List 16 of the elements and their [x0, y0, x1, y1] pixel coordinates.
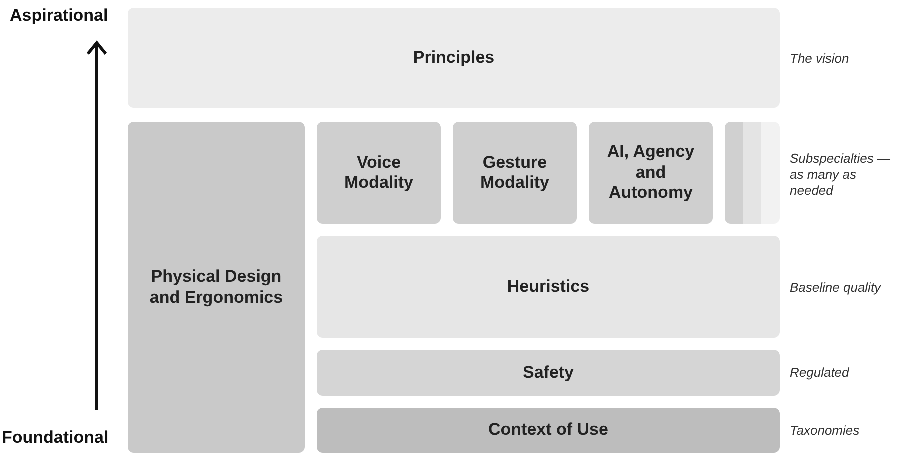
layer-box: Physical Design and Ergonomics: [128, 122, 305, 453]
layer-box: AI, Agency and Autonomy: [589, 122, 713, 224]
layer-box: Heuristics: [317, 236, 780, 338]
side-note: Subspecialties — as many as needed: [790, 150, 892, 200]
layer-box: Context of Use: [317, 408, 780, 453]
side-note: Regulated: [790, 365, 850, 382]
layer-box: Gesture Modality: [453, 122, 577, 224]
layer-box: Voice Modality: [317, 122, 441, 224]
placeholder-box: [725, 122, 780, 224]
side-note: Baseline quality: [790, 280, 882, 296]
layer-box: Principles: [128, 8, 780, 108]
axis-label: Foundational: [2, 428, 109, 448]
side-note: Taxonomies: [790, 423, 861, 440]
axis-label: Aspirational: [10, 6, 108, 26]
side-note: The vision: [790, 51, 850, 68]
layer-box: Safety: [317, 350, 780, 396]
